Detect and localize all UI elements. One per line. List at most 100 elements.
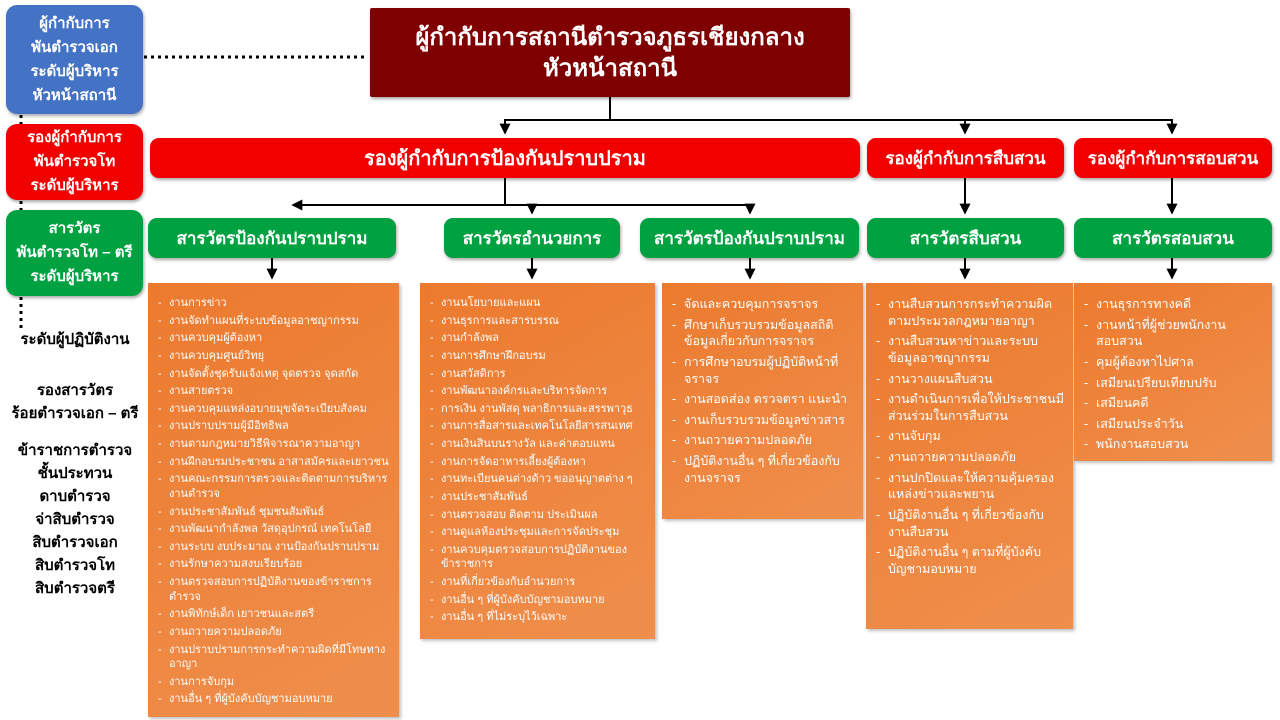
- duty-item: งานอื่น ๆ ที่ไม่ระบุไว้เฉพาะ: [430, 610, 647, 625]
- duty-item: งานเก็บรวบรวมข้อมูลข่าวสาร: [672, 412, 855, 429]
- duty-item: งานนโยบายและแผน: [430, 296, 647, 311]
- duty-item: งานพัฒนากำลังพล วัสดุอุปกรณ์ เทคโนโลยี: [158, 522, 391, 537]
- duty-item: งานปกปิดและให้ความคุ้มครองแหล่งข่าวและพย…: [876, 470, 1065, 503]
- duty-item: งานการศึกษาฝึกอบรม: [430, 349, 647, 364]
- duty-item: งานอื่น ๆ ที่ผู้บังคับบัญชามอบหมาย: [430, 593, 647, 608]
- rank-line: สิบตำรวจโท: [34, 557, 116, 574]
- duty-item: งานพัฒนาองค์กรและบริหารจัดการ: [430, 384, 647, 399]
- duty-item: งานเงินสินบนรางวัล และค่าตอบแทน: [430, 437, 647, 452]
- duty-item: งานทะเบียนคนต่างด้าว ขออนุญาตต่าง ๆ: [430, 472, 647, 487]
- duty-item: งานจัดตั้งชุดรับแจ้งเหตุ จุดตรวจ จุดสกัด: [158, 367, 391, 382]
- duty-item: งานพิทักษ์เด็ก เยาวชนและสตรี: [158, 607, 391, 622]
- rank-line: พันตำรวจเอก: [31, 38, 118, 56]
- duty-item: พนักงานสอบสวน: [1084, 436, 1264, 453]
- rank-line: พันตำรวจโท – ตรี: [16, 244, 133, 261]
- duty-item: งานอื่น ๆ ที่ผู้บังคับบัญชามอบหมาย: [158, 692, 391, 707]
- rank-box-inspector: สารวัตรพันตำรวจโท – ตรีระดับผู้บริหาร: [6, 210, 143, 296]
- deputy-investigation-box: รองผู้กำกับการสืบสวน: [867, 138, 1064, 178]
- duty-item: งานจัดทำแผนที่ระบบข้อมูลอาชญากรรม: [158, 314, 391, 329]
- duty-item: งานการข่าว: [158, 296, 391, 311]
- rank-line: สิบตำรวจตรี: [35, 580, 115, 597]
- duties-traffic-panel: จัดและควบคุมการจราจรศึกษาเก็บรวบรวมข้อมู…: [662, 283, 863, 519]
- operational-heading: ระดับผู้ปฏิบัติงาน: [20, 331, 130, 348]
- rank-line: ข้าราชการตำรวจ: [17, 442, 133, 459]
- duty-item: งานการจัดอาหารเลี้ยงผู้ต้องหา: [430, 455, 647, 470]
- rank-line: ระดับผู้บริหาร: [30, 177, 119, 194]
- rank-line: ดาบตำรวจ: [39, 488, 111, 505]
- duties-investigation-panel: งานสืบสวนการกระทำความผิดตามประมวลกฎหมายอ…: [866, 283, 1073, 629]
- duty-item: ปฏิบัติงานอื่น ๆ ที่เกี่ยวข้องกับงานจราจ…: [672, 453, 855, 486]
- station-head-box: ผู้กำกับการสถานีตำรวจภูธรเชียงกลาง หัวหน…: [370, 8, 850, 97]
- operational-group-subinspector: รองสารวัตรร้อยตำรวจเอก – ตรี: [0, 379, 150, 425]
- inspector-traffic-box: สารวัตรป้องกันปราบปราม: [640, 218, 859, 258]
- duty-item: งานระบบ งบประมาณ งานป้องกันปราบปราม: [158, 540, 391, 555]
- duties-inquiry-panel: งานธุรการทางคดีงานหน้าที่ผู้ช่วยพนักงานส…: [1074, 283, 1272, 461]
- station-head-title-line2: หัวหน้าสถานี: [542, 54, 678, 82]
- duty-item: งานถวายความปลอดภัย: [158, 625, 391, 640]
- duty-item: งานควบคุมผู้ต้องหา: [158, 331, 391, 346]
- rank-line: สารวัตร: [48, 220, 101, 237]
- rank-line: รองสารวัตร: [36, 382, 114, 399]
- duty-item: ปฏิบัติงานอื่น ๆ ตามที่ผู้บังคับบัญชามอบ…: [876, 544, 1065, 577]
- duty-item: งานวางแผนสืบสวน: [876, 371, 1065, 388]
- deputy-inquiry-box: รองผู้กำกับการสอบสวน: [1074, 138, 1272, 178]
- duty-item: งานถวายความปลอดภัย: [672, 432, 855, 449]
- duty-item: งานประชาสัมพันธ์ ชุมชนสัมพันธ์: [158, 505, 391, 520]
- duty-item: จัดและควบคุมการจราจร: [672, 296, 855, 313]
- duty-item: งานฝึกอบรมประชาชน อาสาสมัครและเยาวชน: [158, 455, 391, 470]
- rank-line: ชั้นประทวน: [37, 465, 113, 482]
- duty-item: เสมียนประจำวัน: [1084, 416, 1264, 433]
- duty-item: คุมผู้ต้องหาไปศาล: [1084, 354, 1264, 371]
- duty-item: งานการจับกุม: [158, 675, 391, 690]
- rank-box-commander: ผู้กำกับการพันตำรวจเอกระดับผู้บริหารหัวห…: [6, 5, 143, 114]
- duty-item: งานการสื่อสารและเทคโนโลยีสารสนเทศ: [430, 419, 647, 434]
- duty-item: งานธุรการและสารบรรณ: [430, 314, 647, 329]
- duty-item: งานสอดส่อง ตรวจตรา แนะนำ: [672, 391, 855, 408]
- rank-line: จ่าสิบตำรวจ: [35, 511, 115, 528]
- duty-item: งานสืบสวนหาข่าวและระบบข้อมูลอาชญากรรม: [876, 333, 1065, 366]
- duty-item: งานถวายความปลอดภัย: [876, 449, 1065, 466]
- inspector-administration-box: สารวัตรอำนวยการ: [444, 218, 620, 258]
- duty-item: งานประชาสัมพันธ์: [430, 490, 647, 505]
- duty-item: งานธุรการทางคดี: [1084, 296, 1264, 313]
- duty-item: งานสวัสดิการ: [430, 367, 647, 382]
- duty-item: งานรักษาความสงบเรียบร้อย: [158, 557, 391, 572]
- inspector-inquiry-box: สารวัตรสอบสวน: [1074, 218, 1272, 258]
- duty-item: เสมียนเปรียบเทียบปรับ: [1084, 375, 1264, 392]
- inspector-investigation-box: สารวัตรสืบสวน: [867, 218, 1064, 258]
- rank-line: ร้อยตำรวจเอก – ตรี: [11, 405, 139, 422]
- rank-line: หัวหน้าสถานี: [32, 86, 117, 104]
- rank-line: รองผู้กำกับการ: [27, 129, 122, 146]
- duty-item: งานดำเนินการเพื่อให้ประชาชนมีส่วนร่วมในก…: [876, 391, 1065, 424]
- deputy-prevention-suppression-box: รองผู้กำกับการป้องกันปราบปราม: [150, 138, 860, 178]
- duty-item: การศึกษาอบรมผู้ปฏิบัติหน้าที่จราจร: [672, 354, 855, 387]
- duty-item: งานหน้าที่ผู้ช่วยพนักงานสอบสวน: [1084, 317, 1264, 350]
- operational-group-nco: ข้าราชการตำรวจชั้นประทวนดาบตำรวจจ่าสิบตำ…: [0, 439, 150, 600]
- duty-item: การเงิน งานพัสดุ พลาธิการและสรรพาวุธ: [430, 402, 647, 417]
- inspector-prevention-box: สารวัตรป้องกันปราบปราม: [148, 218, 396, 258]
- rank-line: ระดับผู้บริหาร: [30, 268, 119, 285]
- duty-item: งานปราบปรามการกระทำความผิดที่มีโทษทางอาญ…: [158, 643, 391, 672]
- duty-item: ศึกษาเก็บรวบรวมข้อมูลสถิติข้อมูลเกี่ยวกั…: [672, 317, 855, 350]
- rank-box-deputy: รองผู้กำกับการพันตำรวจโทระดับผู้บริหาร: [6, 124, 143, 200]
- duty-item: งานควบคุมตรวจสอบการปฏิบัติงานของข้าราชกา…: [430, 543, 647, 572]
- duty-item: งานกำลังพล: [430, 331, 647, 346]
- rank-line: สิบตำรวจเอก: [32, 534, 118, 551]
- rank-line: ผู้กำกับการ: [39, 14, 110, 32]
- duty-item: งานที่เกี่ยวข้องกับอำนวยการ: [430, 575, 647, 590]
- duty-item: ปฏิบัติงานอื่น ๆ ที่เกี่ยวข้องกับงานสืบส…: [876, 507, 1065, 540]
- duty-item: งานสืบสวนการกระทำความผิดตามประมวลกฎหมายอ…: [876, 296, 1065, 329]
- duty-item: งานควบคุมแหล่งอบายมุขจัดระเบียบสังคม: [158, 402, 391, 417]
- duty-item: งานตรวจสอบการปฏิบัติงานของข้าราชการตำรวจ: [158, 575, 391, 604]
- rank-line: พันตำรวจโท: [33, 153, 116, 170]
- duty-item: งานตรวจสอบ ติดตาม ประเมินผล: [430, 508, 647, 523]
- duties-prevention-panel: งานการข่าวงานจัดทำแผนที่ระบบข้อมูลอาชญาก…: [148, 283, 399, 717]
- duty-item: งานดูแลห้องประชุมและการจัดประชุม: [430, 525, 647, 540]
- duties-administration-panel: งานนโยบายและแผนงานธุรการและสารบรรณงานกำล…: [420, 283, 655, 639]
- duty-item: งานปราบปรามผู้มีอิทธิพล: [158, 419, 391, 434]
- duty-item: งานจับกุม: [876, 428, 1065, 445]
- duty-item: งานสายตรวจ: [158, 384, 391, 399]
- station-head-title-line1: ผู้กำกับการสถานีตำรวจภูธรเชียงกลาง: [415, 23, 805, 51]
- operational-rank-block: ระดับผู้ปฏิบัติงาน รองสารวัตรร้อยตำรวจเอ…: [0, 328, 150, 614]
